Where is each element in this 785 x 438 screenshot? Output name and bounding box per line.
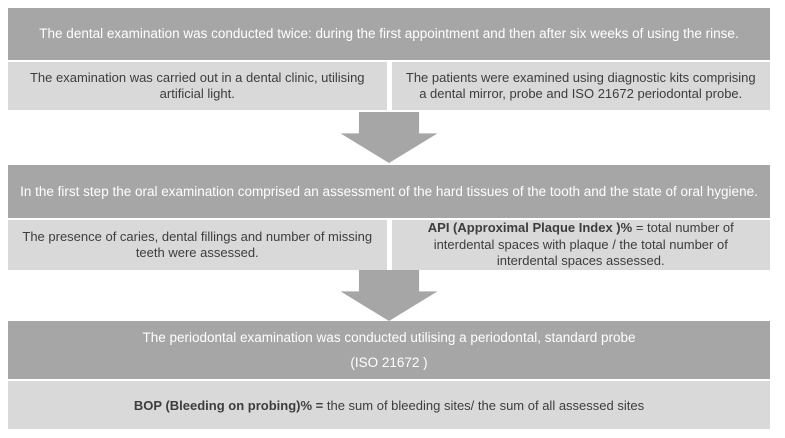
down-arrow-icon <box>340 270 438 321</box>
step2-banner-text: In the first step the oral examination c… <box>20 183 758 199</box>
step3-bop-box: BOP (Bleeding on probing)% = the sum of … <box>8 381 770 429</box>
step1-banner-text: The dental examination was conducted twi… <box>39 26 739 42</box>
step3-bop-box-text: BOP (Bleeding on probing)% = the sum of … <box>134 398 644 413</box>
down-arrow-icon <box>340 112 438 163</box>
step3-banner-line1: The periodontal examination was conducte… <box>142 329 636 345</box>
step2-right-box: API (Approximal Plaque Index )% = total … <box>391 220 770 270</box>
step1-detail-row: The examination was carried out in a den… <box>8 62 770 110</box>
step1-right-box: The patients were examined using diagnos… <box>391 62 770 110</box>
bop-term: BOP (Bleeding on probing)% = <box>133 397 324 413</box>
step2-banner: In the first step the oral examination c… <box>8 165 770 218</box>
arrow-zone-2 <box>8 270 770 321</box>
step2-right-box-text: API (Approximal Plaque Index )% = total … <box>406 220 757 269</box>
step3-banner: The periodontal examination was conducte… <box>8 321 770 379</box>
bop-definition: the sum of bleeding sites/ the sum of al… <box>323 397 645 413</box>
api-definition: = total number of interdental spaces wit… <box>433 220 734 269</box>
step2-detail-row: The presence of caries, dental fillings … <box>8 220 770 270</box>
api-term: API (Approximal Plaque Index )% <box>427 220 633 236</box>
step1-right-box-text: The patients were examined using diagnos… <box>405 69 756 101</box>
step2-left-box: The presence of caries, dental fillings … <box>8 220 387 270</box>
step1-left-box: The examination was carried out in a den… <box>8 62 387 110</box>
arrow-zone-1 <box>8 110 770 165</box>
step3-banner-line2: (ISO 21672 ) <box>350 354 428 370</box>
step1-banner: The dental examination was conducted twi… <box>8 8 770 60</box>
step2-left-box-text: The presence of caries, dental fillings … <box>22 228 373 260</box>
step1-left-box-text: The examination was carried out in a den… <box>29 69 365 101</box>
